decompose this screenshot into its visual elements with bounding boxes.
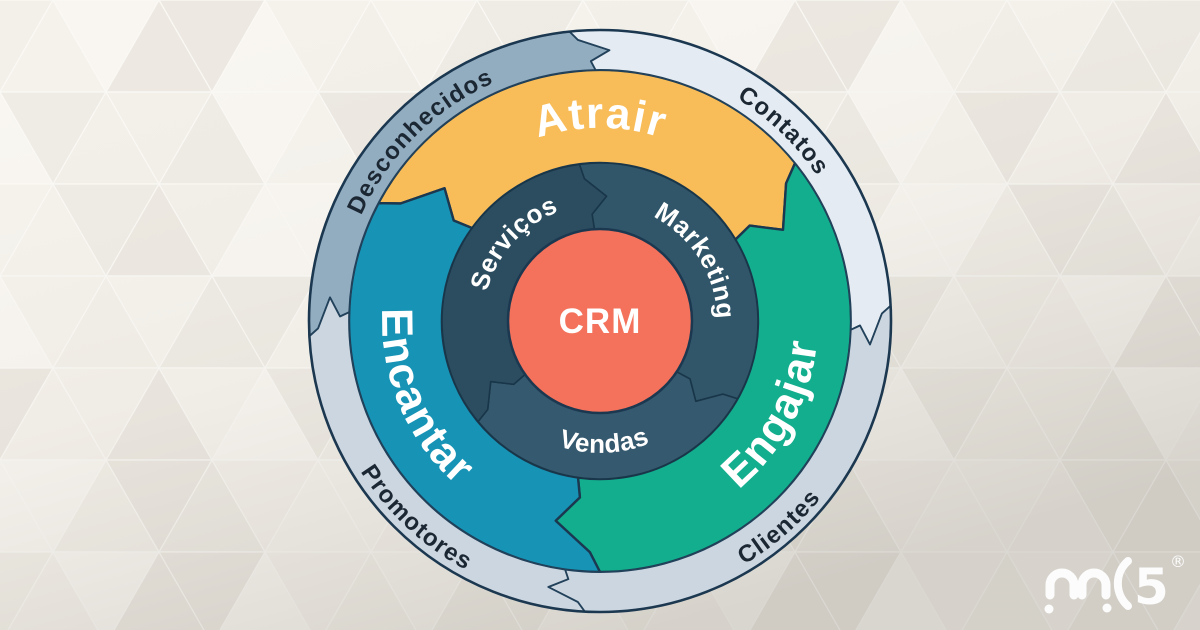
crm-circle	[506, 227, 694, 415]
logo-glyph-a	[1077, 568, 1111, 600]
inner-ring	[441, 162, 759, 480]
logo-glyph-n	[1045, 568, 1079, 600]
na5-logo: 5 ®	[1044, 552, 1186, 616]
registered-mark-icon: ®	[1170, 552, 1186, 571]
logo-dot-right	[1102, 603, 1112, 613]
middle-ring	[347, 68, 853, 574]
label-crm: CRM	[559, 302, 642, 341]
logo-dot-left	[1044, 604, 1054, 614]
wheel-outline	[307, 28, 893, 614]
logo-paren	[1113, 557, 1132, 610]
logo-numeral: 5	[1134, 558, 1169, 616]
outer-ring	[308, 29, 892, 613]
